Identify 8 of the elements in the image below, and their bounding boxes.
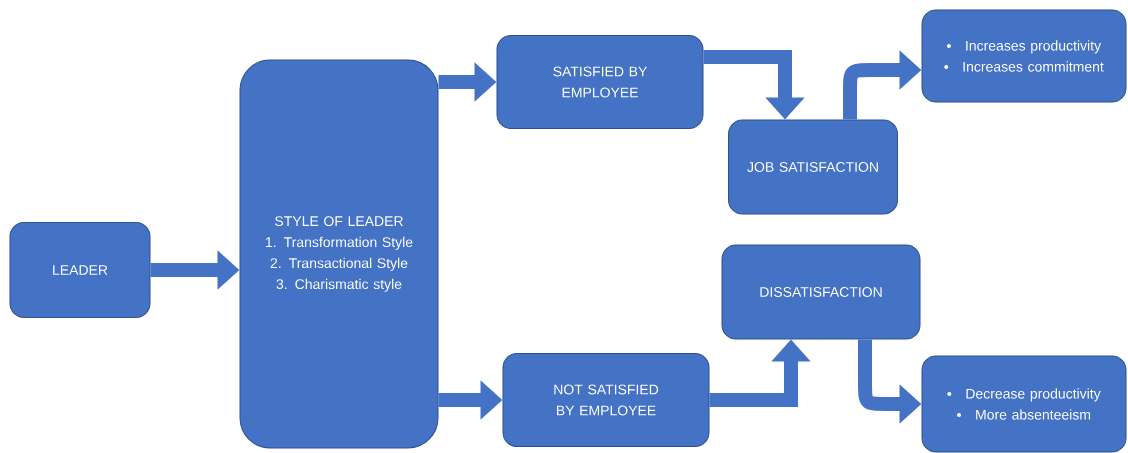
process-box: Decrease productivity More absenteeism — [921, 355, 1127, 453]
process-box: Increases productivity Increases commitment — [921, 9, 1127, 103]
process-box: LEADER — [9, 222, 151, 318]
process-box: DISSATISFACTION — [721, 244, 921, 340]
process-box: SATISFIED BY EMPLOYEE — [496, 35, 704, 129]
process-box: JOB SATISFACTION — [728, 119, 898, 215]
process-box: STYLE OF LEADER 1. Transformation Style 2. Transactional Style 3. Charismatic style — [239, 59, 439, 449]
process-box: NOT SATISFIED BY EMPLOYEE — [502, 353, 710, 447]
